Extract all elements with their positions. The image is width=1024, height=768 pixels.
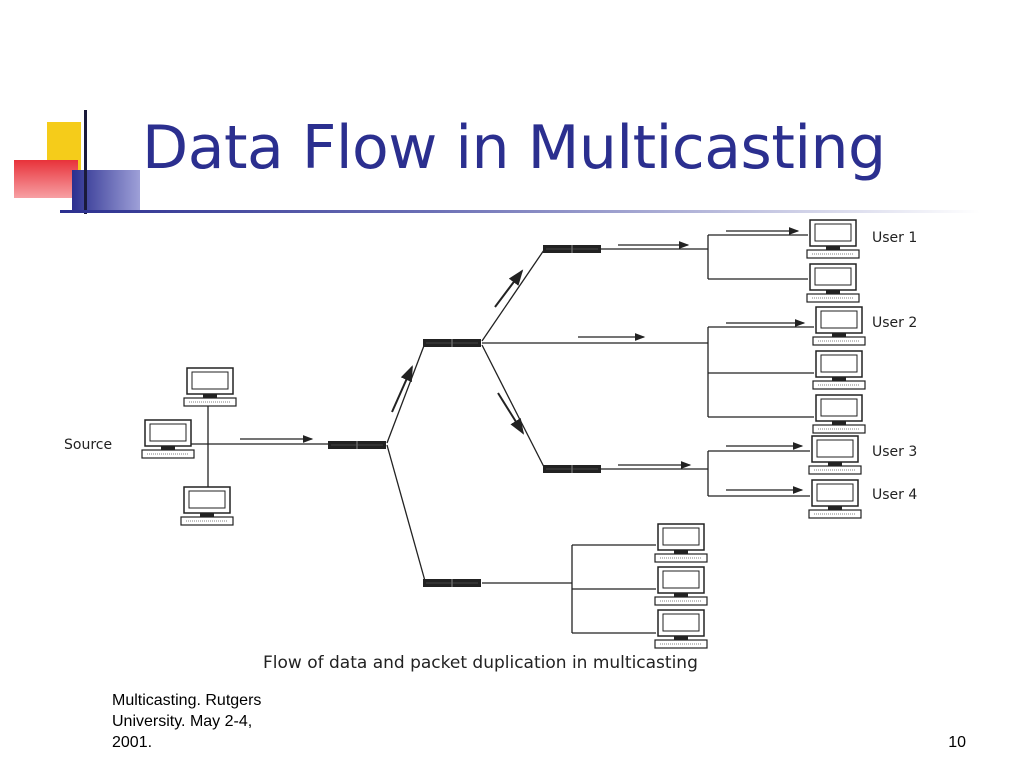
computer-icon [654, 523, 708, 563]
computer-icon [141, 419, 195, 459]
computer-icon [812, 394, 866, 434]
arrow-icon [497, 392, 525, 435]
router-icon [327, 440, 387, 450]
computer-icon [812, 306, 866, 346]
router-icon [542, 244, 602, 254]
link-upper-to-middle [481, 344, 545, 468]
computer-icon [183, 367, 237, 407]
page-number: 10 [948, 734, 966, 751]
footer-citation: Multicasting. Rutgers University. May 2-… [112, 692, 262, 751]
computer-icon [180, 486, 234, 526]
computer-icon [806, 263, 860, 303]
multicast-diagram: Source User 1 User 2 User 3 User 4 [64, 219, 917, 673]
source-label: Source [64, 437, 112, 453]
slide-title: Data Flow in Multicasting [142, 113, 886, 183]
computer-icon [812, 350, 866, 390]
title-underline [60, 210, 980, 213]
arrow-icon [391, 365, 413, 413]
computer-icon [654, 566, 708, 606]
link-root-to-bottom [386, 444, 426, 582]
computer-icon [654, 609, 708, 649]
user1-label: User 1 [872, 230, 917, 246]
computer-icon [806, 219, 860, 259]
link-upper-to-top [481, 249, 545, 342]
link-root-to-upper [386, 342, 426, 444]
accent-blue-block [72, 170, 140, 210]
accent-red-block [14, 160, 78, 198]
arrow-icon [494, 269, 524, 308]
diagram-caption: Flow of data and packet duplication in m… [263, 653, 698, 673]
computer-icon [808, 479, 862, 519]
router-icon [542, 464, 602, 474]
user4-label: User 4 [872, 487, 917, 503]
user2-label: User 2 [872, 315, 917, 331]
user3-label: User 3 [872, 444, 917, 460]
computer-icon [808, 435, 862, 475]
router-icon [422, 578, 482, 588]
accent-vertical-line [84, 110, 87, 214]
router-icon [422, 338, 482, 348]
